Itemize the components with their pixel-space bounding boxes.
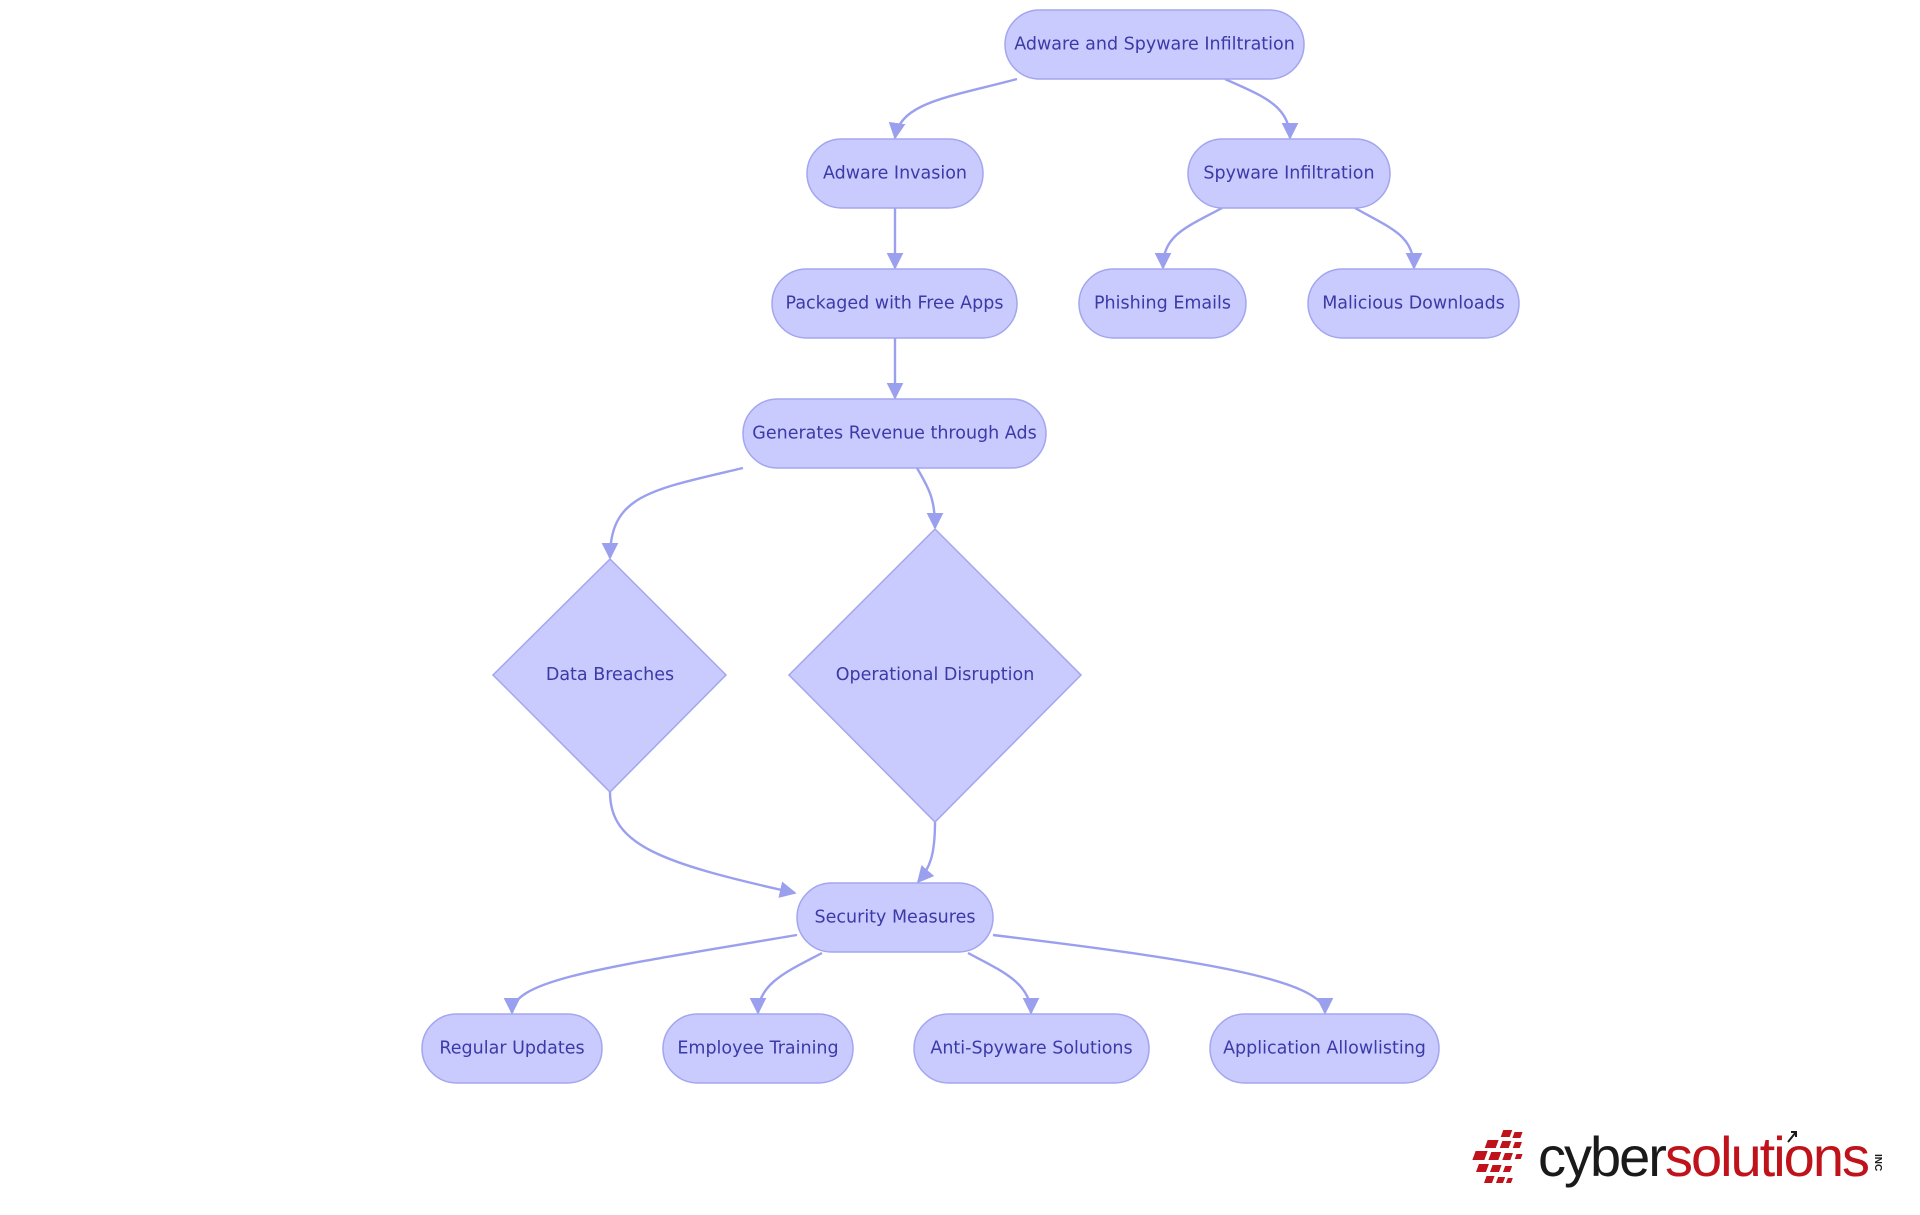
- node-spyware-infiltration: Spyware Infiltration: [1187, 138, 1391, 209]
- logo-pixel-mark-icon: [1472, 1130, 1523, 1183]
- node-employee-training-label: Employee Training: [677, 1039, 838, 1059]
- node-regular-updates-label: Regular Updates: [439, 1039, 584, 1059]
- node-malicious-downloads: Malicious Downloads: [1307, 268, 1520, 339]
- node-phishing-emails: Phishing Emails: [1078, 268, 1247, 339]
- node-adware-invasion: Adware Invasion: [806, 138, 984, 209]
- node-generates-revenue-label: Generates Revenue through Ads: [752, 424, 1036, 444]
- node-root-label: Adware and Spyware Infiltration: [1014, 35, 1295, 55]
- node-employee-training: Employee Training: [662, 1013, 854, 1084]
- node-data-breaches: Data Breaches: [491, 557, 728, 794]
- edge-spyware-phishing: [1154, 206, 1223, 270]
- node-root: Adware and Spyware Infiltration: [1004, 9, 1305, 80]
- node-phishing-emails-label: Phishing Emails: [1094, 294, 1231, 314]
- node-anti-spyware-solutions: Anti-Spyware Solutions: [913, 1013, 1150, 1084]
- edge-revenue-disruption: [915, 467, 944, 530]
- node-security-measures: Security Measures: [796, 882, 994, 953]
- logo-inc: INC: [1872, 1154, 1883, 1171]
- edge-root-spyware: [1224, 77, 1299, 140]
- edge-security-allowlisting: [992, 933, 1334, 1015]
- edge-revenue-breaches: [601, 466, 744, 560]
- node-operational-disruption: Operational Disruption: [787, 527, 1083, 824]
- node-anti-spyware-solutions-label: Anti-Spyware Solutions: [930, 1039, 1132, 1059]
- edges: [503, 77, 1423, 1015]
- node-packaged-free-apps-label: Packaged with Free Apps: [786, 294, 1004, 314]
- node-application-allowlisting-label: Application Allowlisting: [1223, 1039, 1426, 1059]
- edge-spyware-malicious: [1354, 206, 1423, 270]
- node-security-measures-label: Security Measures: [815, 908, 976, 928]
- cybersolutions-logo: cybersolutions INC: [1472, 1128, 1883, 1188]
- node-malicious-downloads-label: Malicious Downloads: [1322, 294, 1505, 314]
- node-regular-updates: Regular Updates: [421, 1013, 603, 1084]
- logo-arrow-icon: [1787, 1131, 1797, 1143]
- node-packaged-free-apps: Packaged with Free Apps: [771, 268, 1018, 339]
- logo-wordmark: cybersolutions: [1538, 1128, 1868, 1188]
- node-spyware-infiltration-label: Spyware Infiltration: [1203, 164, 1374, 184]
- node-generates-revenue: Generates Revenue through Ads: [742, 398, 1047, 469]
- logo-word-cyber: cyber: [1538, 1128, 1666, 1188]
- edge-breaches-security: [608, 791, 797, 898]
- logo-word-solutions: solutions: [1665, 1128, 1868, 1188]
- node-data-breaches-label: Data Breaches: [546, 665, 674, 685]
- node-adware-invasion-label: Adware Invasion: [823, 164, 967, 184]
- edge-disruption-security: [916, 821, 937, 884]
- edge-security-updates: [503, 933, 798, 1015]
- edge-security-antispyware: [967, 951, 1040, 1015]
- node-operational-disruption-label: Operational Disruption: [836, 665, 1035, 685]
- edge-security-training: [749, 951, 823, 1015]
- node-application-allowlisting: Application Allowlisting: [1209, 1013, 1440, 1084]
- edge-root-adware: [888, 77, 1018, 140]
